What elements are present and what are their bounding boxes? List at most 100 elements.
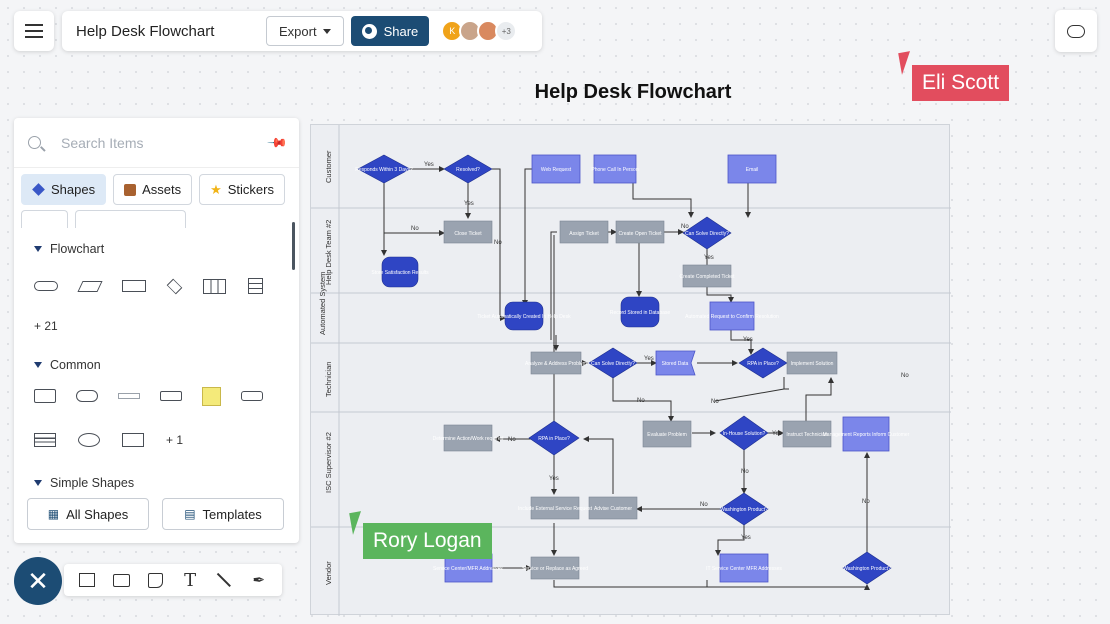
- pen-tool-icon[interactable]: ✒: [252, 572, 266, 589]
- node-label: Service or Replace as Agreed: [522, 566, 588, 572]
- node-label: Record Stored in Database: [610, 310, 671, 316]
- process-node: [588, 496, 638, 520]
- document-node: [727, 154, 777, 184]
- document-node: [719, 553, 769, 583]
- edge-label: Yes: [549, 476, 559, 482]
- more-collaborators-badge[interactable]: +3: [495, 20, 518, 42]
- node-label: Ticket Automatically Created In Help Des…: [477, 314, 571, 320]
- input-shape[interactable]: [118, 393, 140, 399]
- rectangle-tool-icon[interactable]: [78, 571, 96, 589]
- process-node: [559, 220, 609, 244]
- node-label: Can Solve Directly?: [591, 361, 635, 367]
- sticky-note-tool-icon[interactable]: [147, 571, 165, 589]
- export-button[interactable]: Export: [266, 16, 344, 46]
- node-label: Create Open Ticket: [618, 231, 662, 237]
- edge-label: No: [681, 224, 689, 230]
- node-label: IT Service Center MFR Addresses: [706, 566, 782, 572]
- collaborator-avatars[interactable]: K +3: [441, 20, 518, 42]
- process-node: [530, 351, 582, 375]
- tab-assets[interactable]: Assets: [113, 174, 193, 205]
- node-label: Email: [746, 167, 759, 173]
- tab-stub[interactable]: [75, 210, 186, 228]
- more-shapes-link[interactable]: + 1: [166, 433, 184, 447]
- lane-label: Customer: [324, 150, 333, 183]
- terminator-shape[interactable]: [34, 281, 58, 291]
- pin-icon[interactable]: 📌: [266, 131, 289, 154]
- grid-shape[interactable]: [34, 433, 56, 447]
- main-menu-button[interactable]: [14, 11, 54, 51]
- shape-library: Flowchart + 21 Common: [14, 222, 297, 497]
- caret-down-icon: [34, 480, 42, 486]
- process-node: [443, 424, 493, 452]
- edge-label: No: [411, 226, 419, 232]
- templates-button[interactable]: ▤ Templates: [162, 498, 284, 530]
- edge-label: Yes: [741, 535, 751, 541]
- node-label: Create Completed Ticket: [679, 274, 735, 280]
- document-node: [593, 154, 637, 184]
- node-label: Close Ticket: [454, 231, 482, 237]
- text-box-tool-icon[interactable]: [112, 571, 130, 589]
- search-icon[interactable]: [28, 136, 41, 149]
- section-label: Common: [50, 358, 101, 372]
- edge-label: Yes: [424, 162, 434, 168]
- comments-button[interactable]: [1055, 10, 1097, 52]
- section-simple-shapes[interactable]: Simple Shapes: [34, 472, 297, 494]
- more-shapes-link[interactable]: + 21: [34, 319, 58, 333]
- edge-label: Yes: [644, 356, 654, 362]
- grid-icon: ▦: [47, 507, 60, 521]
- node-label: Stored Data: [662, 361, 689, 367]
- section-flowchart[interactable]: Flowchart: [34, 238, 297, 260]
- card-shape[interactable]: [34, 389, 56, 403]
- library-tabs: Shapes Assets ★ Stickers: [14, 168, 299, 210]
- all-shapes-button[interactable]: ▦ All Shapes: [27, 498, 149, 530]
- sticky-note-shape[interactable]: [202, 386, 221, 406]
- share-button[interactable]: Share: [350, 16, 430, 46]
- swimlane-shape[interactable]: [248, 278, 263, 294]
- node-label: Washington Product?: [720, 507, 768, 513]
- node-label: Instruct Technician: [786, 432, 828, 438]
- text-tool-icon[interactable]: T: [184, 569, 197, 591]
- section-common[interactable]: Common: [34, 354, 297, 376]
- node-label: RPA in Place?: [747, 361, 779, 367]
- common-shapes: [34, 376, 297, 416]
- node-label: Service Center/MFR Addresses: [433, 566, 504, 572]
- briefcase-icon: [124, 183, 137, 196]
- scrollbar[interactable]: [292, 222, 295, 270]
- rectangle-shape[interactable]: [122, 433, 144, 447]
- tab-stickers[interactable]: ★ Stickers: [199, 174, 285, 205]
- shapes-panel: 📌 Shapes Assets ★ Stickers Flowchart: [14, 118, 299, 543]
- ellipse-shape[interactable]: [78, 433, 100, 447]
- decision-shape[interactable]: [166, 278, 183, 294]
- edge-label: Yes: [772, 431, 782, 437]
- collaborator-cursor-label: Rory Logan: [363, 523, 492, 559]
- node-label: Analyze & Address Problem: [525, 361, 587, 367]
- pill-shape[interactable]: [241, 391, 263, 401]
- search-input[interactable]: [61, 134, 261, 151]
- decision-node: [682, 216, 732, 250]
- document-node: [709, 301, 755, 331]
- edge-label: No: [637, 398, 645, 404]
- table-shape[interactable]: [203, 278, 226, 294]
- drawing-toolbar: T ✒: [64, 564, 282, 596]
- process-node: [642, 420, 692, 448]
- data-shape[interactable]: [77, 280, 103, 292]
- edge-label: Yes: [743, 337, 753, 343]
- tab-stub[interactable]: [21, 210, 68, 228]
- template-icon: ▤: [184, 507, 196, 521]
- line-tool-icon[interactable]: [215, 571, 233, 589]
- lane-label: Automated System: [318, 272, 327, 335]
- document-title[interactable]: Help Desk Flowchart: [76, 22, 215, 40]
- tab-label: Shapes: [51, 182, 96, 197]
- export-label: Export: [279, 23, 317, 39]
- flowchart-shapes: [34, 266, 297, 306]
- button-shape[interactable]: [160, 391, 182, 401]
- process-shape[interactable]: [122, 280, 146, 292]
- toggle-shape[interactable]: [76, 390, 98, 402]
- diagram-title[interactable]: Help Desk Flowchart: [534, 81, 732, 103]
- share-label: Share: [383, 23, 419, 39]
- close-panel-button[interactable]: ✕: [14, 557, 62, 605]
- lane-label: Technician: [324, 362, 333, 397]
- decision-node: [842, 551, 892, 585]
- decision-node: [719, 415, 769, 451]
- tab-shapes[interactable]: Shapes: [21, 174, 107, 205]
